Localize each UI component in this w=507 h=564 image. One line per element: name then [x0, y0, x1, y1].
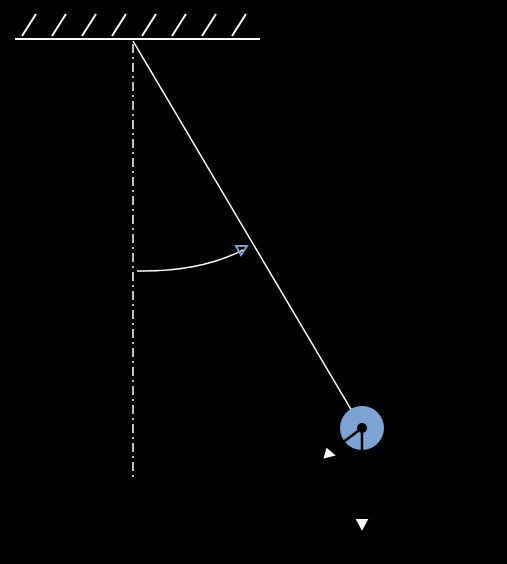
damping-force-label: F — [307, 413, 322, 438]
applied-force-arrow — [361, 342, 498, 430]
mass-label: m — [388, 430, 405, 451]
gravity-force-subscript: g — [387, 510, 395, 525]
ceiling-hatching — [21, 13, 247, 37]
gravity-force-label: F — [371, 486, 386, 511]
angle-arc — [136, 249, 244, 272]
damping-force-arrowhead-icon — [320, 444, 341, 462]
angle-arrow-icon — [234, 245, 249, 257]
damping-force-subscript: r — [322, 430, 329, 445]
damping-force-arrow — [320, 427, 363, 462]
gravity-force-arrow — [352, 428, 372, 536]
applied-force-arrowhead-icon — [475, 342, 498, 365]
applied-force-label: F(t) — [400, 349, 441, 374]
gravity-force-arrowhead-icon — [352, 517, 372, 536]
angle-label: x — [172, 275, 183, 299]
pendulum-rod — [132, 40, 363, 429]
ceiling-support — [15, 13, 260, 40]
